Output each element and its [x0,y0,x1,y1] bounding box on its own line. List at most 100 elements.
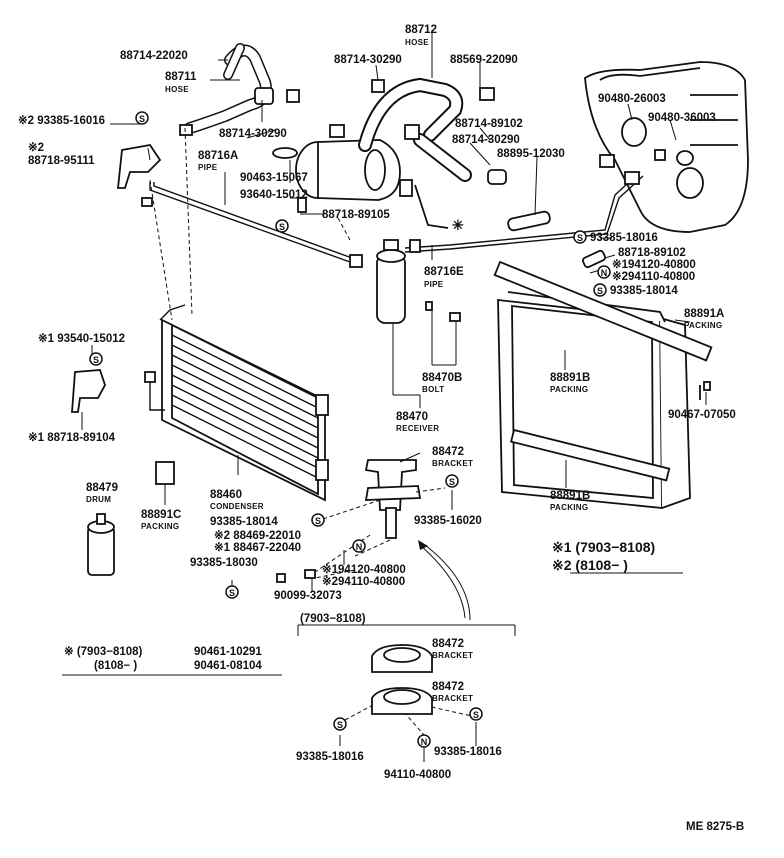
label-93385-18016-d: 93385-18016 [434,746,502,758]
label-88460-sub: CONDENSER [210,502,264,511]
bracket-88472-drawing [364,459,422,539]
part-labels: 88712 HOSE 88714-22020 88711 HOSE 88714-… [18,24,744,833]
label-88891c: 88891C [141,509,181,521]
diagram-code: ME 8275-B [686,821,744,833]
pipe-88716a-drawing [149,182,353,321]
label-88470b-sub: BOLT [422,385,444,394]
star-marker: ✳ [452,217,464,233]
label-88891b-b-sub: PACKING [550,503,588,512]
label-88714-30290-b: 88714-30290 [219,128,287,140]
label-90463-15067: 90463-15067 [240,172,308,184]
marker-s: S [279,222,285,232]
label-88716a: 88716A [198,150,238,162]
label-88479-sub: DRUM [86,495,111,504]
label-90467-07050: 90467-07050 [668,409,736,421]
label-88479: 88479 [86,482,118,494]
leader-lines [62,30,707,762]
note-row2-range: (8108− ) [94,660,137,672]
radiator-drawing [493,260,713,509]
bracket-88718-89104-drawing [71,369,106,413]
label-88891b-a-sub: PACKING [550,385,588,394]
label-88712: 88712 [405,24,437,36]
label-mark-2b: ※2 [28,141,44,154]
label-88711: 88711 [165,71,197,83]
legend-1: ※1 (7903−8108) [552,539,655,555]
condenser-drawing [144,318,329,502]
packing-88891c-drawing [155,461,175,485]
drum-drawing [87,513,115,576]
label-94110-40800-a: ※294110-40800 [612,270,695,283]
label-93385-16016-a: ※2 93385-16016 [18,114,105,127]
bracket-88718-95111-drawing [117,144,162,189]
label-94110-40800-b: ※294110-40800 [322,575,405,588]
marker-n: N [421,737,428,747]
marker-n-group: N N N [352,265,611,748]
label-88712-sub: HOSE [405,38,429,47]
label-94120-40800-b: ※194120-40800 [322,563,406,576]
label-88716a-sub: PIPE [198,163,218,172]
label-88569-22090: 88569-22090 [450,54,518,66]
note-row2-part: 90461-08104 [194,660,262,672]
label-93385-18014-a: 93385-18014 [610,285,678,297]
label-88467-22040: ※1 88467-22040 [214,541,301,554]
label-88718-89102: 88718-89102 [618,247,686,259]
hose-88712-drawing [358,77,472,182]
label-94110-40600: 94110-40800 [384,769,451,781]
label-88716e-sub: PIPE [424,280,444,289]
pipe-88716e-drawing [404,171,644,253]
marker-s: S [449,477,455,487]
label-88470: 88470 [396,411,428,423]
label-88472-a-sub: BRACKET [432,459,473,468]
label-88472-a: 88472 [432,446,464,458]
label-93385-18016-c: 93385-18016 [296,751,364,763]
label-88718-89105: 88718-89105 [322,209,390,221]
label-range-7903-8108: (7903−8108) [300,613,366,625]
label-88472-b: 88472 [432,638,464,650]
legend-2: ※2 (8108− ) [552,557,628,573]
label-88891b-b: 88891B [550,490,590,502]
label-90099-32073: 90099-32073 [274,590,342,602]
label-93385-18016-b: 93385-18016 [590,232,658,244]
marker-s: S [229,588,235,598]
label-90480-36003: 90480-36003 [648,112,716,124]
compressor-drawing [295,139,401,201]
label-88470-sub: RECEIVER [396,424,439,433]
marker-s: S [139,114,145,124]
label-93385-18014-b: 93385-18014 [210,516,278,528]
label-88891c-sub: PACKING [141,522,179,531]
note-row1-part: 90461-10291 [194,646,262,658]
label-88716e: 88716E [424,266,464,278]
receiver-drawing [376,239,406,324]
label-88470b: 88470B [422,372,462,384]
label-93385-16020: 93385-16020 [414,515,482,527]
label-88718-95111: 88718-95111 [28,155,95,167]
label-93540-15012: ※1 93540-15012 [38,332,125,345]
marker-s: S [315,516,321,526]
fittings-drawing [179,79,666,269]
label-88718-89104: ※1 88718-89104 [28,431,116,444]
bracket-88472-pair-drawing [371,644,433,715]
label-94120-40800-a: ※194120-40800 [612,258,696,271]
marker-n: N [356,542,363,552]
marker-s: S [577,233,583,243]
label-93640-15012: 93640-15012 [240,189,308,201]
label-88895-12030: 88895-12030 [497,148,565,160]
marker-n: N [601,268,608,278]
label-88472-c-sub: BRACKET [432,694,473,703]
label-88891b-a: 88891B [550,372,590,384]
label-88714-89102: 88714-89102 [455,118,523,130]
label-88891a: 88891A [684,308,724,320]
label-88469-22010: ※2 88469-22010 [214,529,301,542]
label-88472-c: 88472 [432,681,464,693]
label-88714-30290-a: 88714-30290 [334,54,402,66]
marker-s: S [337,720,343,730]
label-88891a-sub: PACKING [684,321,722,330]
note-row1-range: ※ (7903−8108) [64,645,143,658]
marker-s: S [473,710,479,720]
label-88714-30290-c: 88714-30290 [452,134,520,146]
label-88714-22020: 88714-22020 [120,50,188,62]
marker-s: S [93,355,99,365]
marker-s-group: S S S S S S S S S S [89,111,607,731]
label-88472-b-sub: BRACKET [432,651,473,660]
